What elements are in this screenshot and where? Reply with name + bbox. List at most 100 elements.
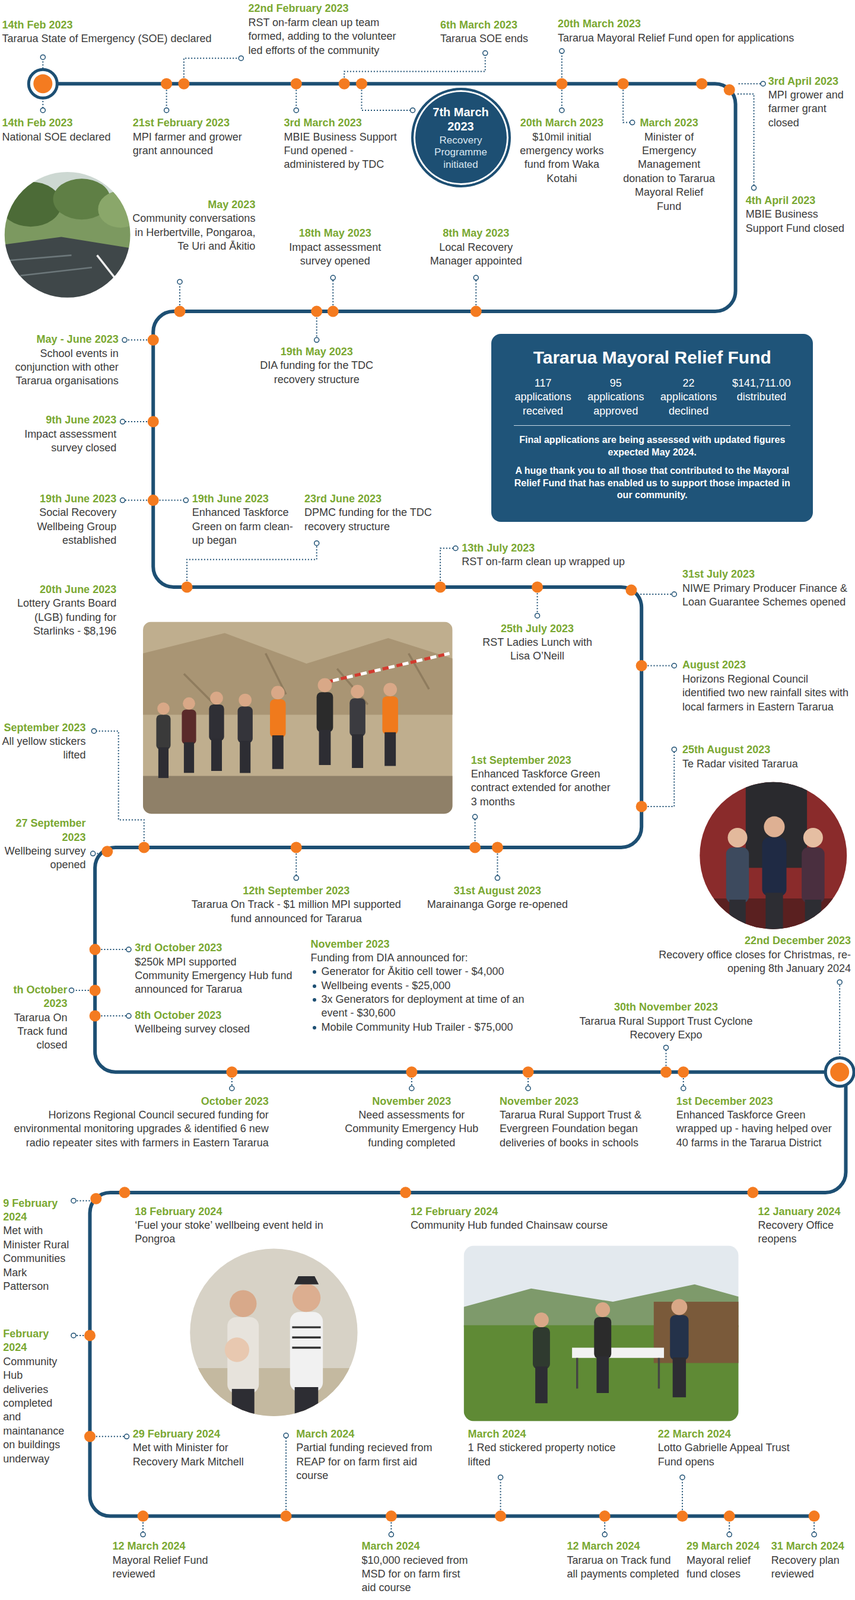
leader-line <box>166 90 168 111</box>
person-body <box>593 1317 612 1360</box>
person-head <box>182 697 196 711</box>
timeline-dot <box>101 846 113 858</box>
timeline-dot <box>280 1511 292 1523</box>
event-date: 3rd October 2023 <box>134 941 294 956</box>
leader-end <box>453 546 459 552</box>
event-date: 21st February 2023 <box>132 116 266 130</box>
photo-frame <box>4 171 131 298</box>
event-date: 13th July 2023 <box>461 541 641 556</box>
leader-end <box>238 55 244 61</box>
event-description: Mayoral relief fund closes <box>686 1554 769 1583</box>
event-date: 8th May 2023 <box>418 226 534 241</box>
leader-end <box>410 107 416 113</box>
event-date: March 2024 <box>468 1428 622 1442</box>
event-description: Recovery plan reviewed <box>771 1554 854 1583</box>
endpoint-ring <box>825 1058 854 1087</box>
timeline-event: 25th July 2023RST Ladies Lunch with Lisa… <box>475 622 599 664</box>
event-date: 12 January 2024 <box>757 1205 852 1220</box>
leader-end <box>498 1475 504 1481</box>
event-date: 12th September 2023 <box>188 884 405 899</box>
event-date: October 2023 <box>1 1095 269 1109</box>
leader-end <box>177 279 183 285</box>
leader-end <box>837 980 842 985</box>
event-date: 22 March 2024 <box>658 1428 791 1442</box>
bullet-item: Generator for Ākitio cell tower - $4,000 <box>310 965 530 980</box>
timeline-dot <box>90 1193 102 1206</box>
event-date: November 2023 <box>310 938 530 952</box>
photo-shape <box>294 1276 319 1286</box>
event-date: 19th June 2023 <box>1 492 117 507</box>
leader-end <box>671 747 677 753</box>
timeline-event: 8th May 2023Local Recovery Manager appoi… <box>418 226 534 269</box>
timeline-dot <box>636 801 648 813</box>
leader-line <box>838 982 841 1058</box>
leader-line <box>295 853 297 879</box>
timeline-dot <box>147 416 160 428</box>
timeline-event: 29 March 2024Mayoral relief fund closes <box>686 1540 769 1582</box>
event-description: Recovery Office reopens <box>757 1219 852 1248</box>
panel-stat: 22 applications declined <box>653 376 724 419</box>
event-description: National SOE declared <box>1 130 125 145</box>
timeline-dot <box>89 944 101 956</box>
event-description: $10mil initial emergency works fund from… <box>510 130 613 187</box>
leader-end <box>473 275 479 281</box>
event-date: 29 March 2024 <box>686 1540 769 1554</box>
leader-end <box>122 337 127 343</box>
panel-note: Final applications are being assessed wi… <box>512 434 792 460</box>
timeline-dot <box>385 1511 397 1523</box>
timeline-dot <box>147 494 160 507</box>
timeline-dot <box>660 1066 672 1079</box>
event-description: NIWE Primary Producer Finance & Loan Gua… <box>682 582 854 610</box>
event-date: 1st December 2023 <box>676 1095 838 1109</box>
leader-end <box>71 1333 76 1339</box>
endpoint-ring <box>28 69 57 98</box>
leader-line <box>183 58 241 78</box>
photo-shape <box>142 776 453 815</box>
leader-line <box>637 593 675 596</box>
timeline-event: 1st December 2023Enhanced Taskforce Gree… <box>676 1095 838 1152</box>
photo-chainsaw-course <box>463 1246 739 1422</box>
event-date: 22nd February 2023 <box>248 1 410 16</box>
timeline-dot <box>723 1511 736 1523</box>
person-legs <box>231 1389 255 1458</box>
timeline-dot <box>174 306 186 318</box>
timeline-dot <box>625 585 637 597</box>
timeline-dot <box>494 1511 507 1523</box>
event-description: Enhanced Taskforce Green on farm clean-u… <box>192 506 305 548</box>
photo-visit <box>694 776 855 949</box>
timeline-event: 14th Feb 2023Tararua State of Emergency … <box>1 18 232 47</box>
photo-shape <box>463 1246 739 1422</box>
timeline-dot <box>676 1511 689 1523</box>
leader-end <box>69 988 75 994</box>
photo-shape <box>653 1302 739 1364</box>
event-description: ‘Fuel your stoke’ wellbeing event held i… <box>134 1219 329 1248</box>
event-description: Wellbeing survey opened <box>1 844 86 873</box>
leader-end <box>330 275 336 281</box>
timeline-event: March 2023Minister of Emergency Manageme… <box>623 116 715 214</box>
photo-shape <box>577 1358 660 1390</box>
event-date: September 2023 <box>1 721 86 736</box>
photo-shape <box>142 633 453 715</box>
photo-layer <box>0 163 855 1458</box>
leader-line <box>159 500 187 502</box>
photo-shape <box>183 1246 368 1430</box>
summary-panel: Tararua Mayoral Relief Fund117 applicati… <box>491 334 813 523</box>
panel-title: Tararua Mayoral Relief Fund <box>507 347 797 369</box>
milestone-content: 7th March 2023Recovery Programme initiat… <box>425 105 497 171</box>
timeline-dot <box>405 1066 418 1079</box>
person-legs <box>272 735 284 770</box>
leader-line <box>100 949 129 951</box>
timeline-event: th October 2023Tararua On Track fund clo… <box>1 983 68 1054</box>
timeline-event: 4th April 2023MBIE Business Support Fund… <box>745 194 854 236</box>
leader-line <box>623 90 632 123</box>
leader-line <box>332 277 334 305</box>
photo-shape <box>0 163 143 307</box>
person-head <box>803 828 823 848</box>
photo-shape <box>183 1368 368 1430</box>
leader-line <box>737 93 755 188</box>
leader-lines <box>40 48 842 1538</box>
bullet-dot <box>312 970 317 975</box>
photo-hillside-group <box>142 621 453 815</box>
